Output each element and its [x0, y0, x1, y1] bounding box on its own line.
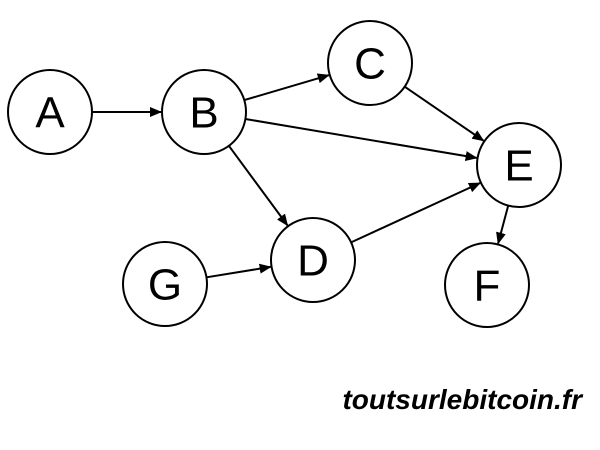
edge-g-to-d	[206, 263, 272, 279]
node-c: C	[327, 20, 413, 106]
node-g: G	[122, 241, 208, 327]
node-label: E	[504, 142, 533, 191]
edge-e-to-f	[496, 205, 510, 245]
edge-b-to-c	[244, 73, 330, 102]
node-e: E	[476, 122, 562, 208]
edge-b-to-d	[228, 145, 289, 227]
node-label: C	[354, 40, 386, 89]
node-circle	[7, 69, 93, 155]
node-circle	[270, 217, 356, 303]
watermark-text: toutsurlebitcoin.fr	[342, 384, 582, 415]
node-circle	[476, 122, 562, 208]
edge-c-to-e	[404, 85, 485, 142]
node-circle	[161, 69, 247, 155]
node-label: G	[148, 261, 182, 310]
node-label: F	[474, 262, 501, 311]
node-label: A	[35, 89, 65, 138]
node-circle	[122, 241, 208, 327]
node-label: D	[297, 237, 329, 286]
nodes-layer: A B C E D G F	[7, 20, 562, 328]
edge-b-to-e	[245, 118, 478, 162]
node-label: B	[189, 89, 218, 138]
node-a: A	[7, 69, 93, 155]
node-circle	[444, 242, 530, 328]
node-d: D	[270, 217, 356, 303]
edges-layer	[92, 73, 510, 279]
node-b: B	[161, 69, 247, 155]
node-circle	[327, 20, 413, 106]
edge-d-to-e	[350, 182, 481, 244]
node-f: F	[444, 242, 530, 328]
